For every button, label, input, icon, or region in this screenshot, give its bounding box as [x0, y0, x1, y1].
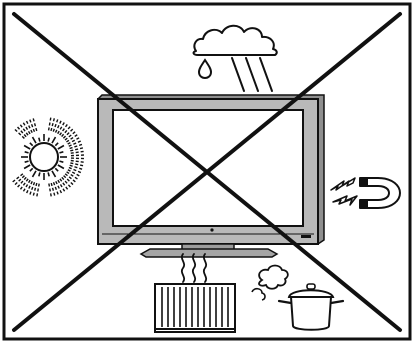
sun-halo-tick [75, 149, 78, 150]
sun-ray [59, 152, 63, 153]
sun-halo-tick [49, 123, 50, 126]
sun-halo-tick [30, 120, 31, 123]
sun-halo-tick [52, 123, 53, 126]
sun-halo-tick [51, 193, 52, 196]
sun-halo-tick [33, 129, 34, 132]
sun-halo-tick [37, 193, 38, 196]
sun-halo-tick [32, 124, 33, 127]
sun-halo-tick [70, 150, 73, 151]
sun-halo-tick [36, 183, 37, 186]
sun-halo-tick [55, 124, 56, 127]
sun-halo-tick [33, 118, 34, 121]
sun-halo-tick [49, 127, 50, 130]
sun-halo-tick [53, 188, 54, 191]
sun-halo-tick [39, 184, 40, 187]
sun-halo-tick [79, 144, 82, 145]
sun-halo-tick [49, 184, 50, 187]
sun-halo-tick [54, 118, 55, 121]
sun-halo-tick [30, 192, 31, 195]
sun-halo-tick [55, 187, 56, 190]
sun-halo-tick [79, 168, 82, 169]
pot-lid [289, 290, 333, 297]
sun-ray [25, 152, 29, 153]
sun-halo-tick [35, 188, 36, 191]
sun-halo-tick [70, 165, 73, 166]
tv-logo-badge [301, 235, 311, 238]
sun-ray [48, 138, 49, 142]
sun-halo-tick [70, 148, 73, 149]
sun-halo-tick [80, 165, 83, 166]
sun-halo-tick [35, 123, 36, 126]
sun-halo-tick [36, 128, 37, 131]
sun-halo-tick [70, 163, 73, 164]
sun-halo-tick [53, 129, 54, 132]
sun-ray [39, 138, 40, 142]
sun-halo-tick [54, 193, 55, 196]
magnet-pole-top [360, 178, 368, 186]
sun-ray [48, 172, 49, 176]
sun-halo-tick [51, 128, 52, 131]
sun-halo-tick [38, 188, 39, 191]
sun-ray [39, 172, 40, 176]
sun-halo-tick [74, 167, 77, 168]
sun-halo-tick [32, 187, 33, 190]
sun-halo-tick [50, 188, 51, 191]
sun-halo-tick [50, 118, 51, 121]
sun-halo-tick [80, 148, 83, 149]
sun-halo-tick [74, 146, 77, 147]
sun-halo-tick [33, 193, 34, 196]
tv-screen [113, 110, 303, 226]
magnet-pole-bottom [360, 200, 368, 208]
sun-halo-tick [75, 164, 78, 165]
pot-body [291, 297, 331, 330]
sun-halo-tick [57, 119, 58, 122]
radiator-icon [155, 284, 235, 332]
pot-lid-knob [307, 284, 315, 289]
sun-ray [59, 161, 63, 162]
tv-stand-base [141, 249, 277, 257]
sun-halo-tick [51, 183, 52, 186]
sun-halo-tick [57, 192, 58, 195]
sun-halo-tick [54, 182, 55, 185]
sun-halo-tick [33, 182, 34, 185]
sun-ray [25, 161, 29, 162]
tv-power-led [210, 228, 213, 231]
